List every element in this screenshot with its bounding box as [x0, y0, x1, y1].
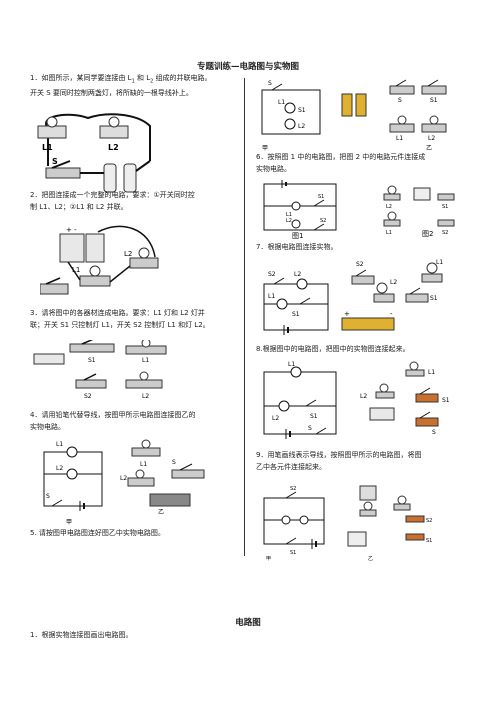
- svg-text:L2: L2: [386, 204, 392, 210]
- svg-text:S1: S1: [426, 538, 432, 544]
- svg-text:S2: S2: [268, 271, 276, 278]
- question-1: 1．如图所示，某同学要连接由 L1 和 L2 组成的并联电路。 开关 S 要同时…: [30, 74, 212, 97]
- label-l2: L2: [124, 250, 132, 258]
- label-l1: L1: [42, 143, 53, 152]
- figure-q2-circuit: + - L2 L1: [40, 222, 175, 302]
- svg-text:L1: L1: [436, 259, 443, 266]
- svg-text:图2: 图2: [422, 230, 433, 238]
- question-8: 8.根据图中的电路图，把图中的实物图连接起来。: [256, 345, 410, 353]
- svg-text:S1: S1: [290, 550, 296, 556]
- figure-q1-circuit: L1 L2 S: [28, 106, 163, 196]
- section2-question-1: 1．根据实物连接图画出电路图。: [30, 631, 133, 639]
- figure-q9-circuit: S2 S1 甲 S2 S1 乙: [256, 482, 456, 562]
- svg-text:L2: L2: [120, 475, 127, 482]
- svg-text:S: S: [398, 97, 402, 104]
- label-yi: 乙: [158, 509, 164, 516]
- figure-q3-components: S1 L1 S2 L2: [30, 340, 180, 400]
- svg-text:甲: 甲: [266, 556, 271, 562]
- figure-q5-circuit: S L1 S1 L2 甲 S S1 L1 L2 乙: [250, 78, 460, 153]
- question-7: 7．根据电路图连接实物。: [256, 243, 338, 251]
- label-l2: L2: [142, 393, 149, 400]
- svg-text:S2: S2: [426, 518, 432, 524]
- svg-text:L2: L2: [272, 415, 279, 422]
- question-5: 5. 请按图甲电路图连好图乙中实物电路图。: [30, 529, 165, 537]
- svg-text:乙: 乙: [426, 145, 432, 152]
- svg-text:S1: S1: [442, 397, 450, 404]
- question-6: 6．按照图 1 中的电路图，把图 2 中的电路元件连接成 实物电路。: [256, 153, 426, 173]
- label-l1: L1: [142, 357, 149, 364]
- figure-q6-circuit: S1 L1 L2 S2 图1 L2 S1 L1 图2 S2: [256, 176, 456, 240]
- svg-text:-: -: [390, 310, 393, 318]
- svg-text:L2: L2: [390, 279, 397, 286]
- label-jia: 甲: [66, 519, 72, 526]
- label-l2: L2: [56, 465, 63, 472]
- svg-text:S2: S2: [290, 486, 296, 492]
- svg-text:L2: L2: [294, 271, 301, 278]
- label-l2: L2: [108, 143, 119, 152]
- label-l1: L1: [56, 441, 63, 448]
- label-s2: S2: [84, 393, 92, 400]
- question-9: 9．用笔画线表示导线，按照图甲所示的电路图，将图 乙中各元件连接起来。: [256, 451, 422, 471]
- label-s: S: [46, 493, 50, 500]
- svg-text:乙: 乙: [368, 555, 373, 562]
- svg-text:L1: L1: [286, 212, 292, 218]
- svg-text:L1: L1: [396, 135, 403, 142]
- svg-text:L1: L1: [140, 461, 147, 468]
- svg-text:L1: L1: [428, 369, 435, 376]
- figure-q4-circuit: L1 L2 S 甲 L1 S L2 乙: [32, 438, 217, 528]
- svg-text:图1: 图1: [292, 232, 303, 240]
- figure-q7-circuit: S2 L2 L1 S1 S2 L1 L2 S1 + -: [256, 256, 466, 338]
- section-title: 电路图: [235, 618, 261, 628]
- svg-text:+: +: [344, 310, 350, 318]
- svg-text:L2: L2: [428, 135, 435, 142]
- svg-text:S: S: [308, 425, 312, 432]
- label-l1: L1: [72, 266, 80, 274]
- figure-q8-circuit: L1 L2 S1 S L1 L2 S1 S: [256, 360, 466, 444]
- question-3: 3．请将图中的各器材连成电路。要求：L1 灯和 L2 灯并 联；开关 S1 只控…: [30, 309, 210, 329]
- svg-text:L1: L1: [288, 361, 295, 368]
- svg-text:甲: 甲: [262, 145, 268, 152]
- svg-text:S: S: [268, 80, 272, 87]
- svg-text:L1: L1: [278, 99, 285, 106]
- svg-text:S1: S1: [430, 295, 438, 302]
- svg-text:S1: S1: [292, 311, 300, 318]
- svg-text:L2: L2: [360, 393, 367, 400]
- svg-text:S2: S2: [320, 218, 326, 224]
- svg-text:S1: S1: [318, 194, 324, 200]
- label-s1: S1: [88, 357, 96, 364]
- svg-text:S2: S2: [442, 230, 448, 236]
- svg-text:S1: S1: [442, 204, 448, 210]
- question-4: 4．请用铅笔代替导线，按图甲所示电路图连接图乙的 实物电路。: [30, 411, 196, 431]
- question-2: 2．把图连接成一个完整的电路，要求：①开关同时控 制 L1、L2；②L1 和 L…: [30, 191, 195, 211]
- svg-text:S1: S1: [310, 413, 318, 420]
- svg-text:S: S: [172, 459, 176, 466]
- label-s: S: [52, 157, 58, 166]
- column-divider: [244, 78, 245, 556]
- svg-text:S2: S2: [356, 261, 364, 268]
- svg-text:S1: S1: [298, 107, 306, 114]
- svg-text:L2: L2: [298, 123, 305, 130]
- page-title: 专题训练—电路图与实物图: [196, 62, 299, 72]
- svg-text:+ -: + -: [66, 226, 77, 234]
- svg-text:L2: L2: [286, 218, 292, 224]
- svg-text:S: S: [432, 429, 436, 436]
- svg-text:L1: L1: [386, 230, 392, 236]
- svg-text:L1: L1: [268, 293, 275, 300]
- svg-text:S1: S1: [430, 97, 438, 104]
